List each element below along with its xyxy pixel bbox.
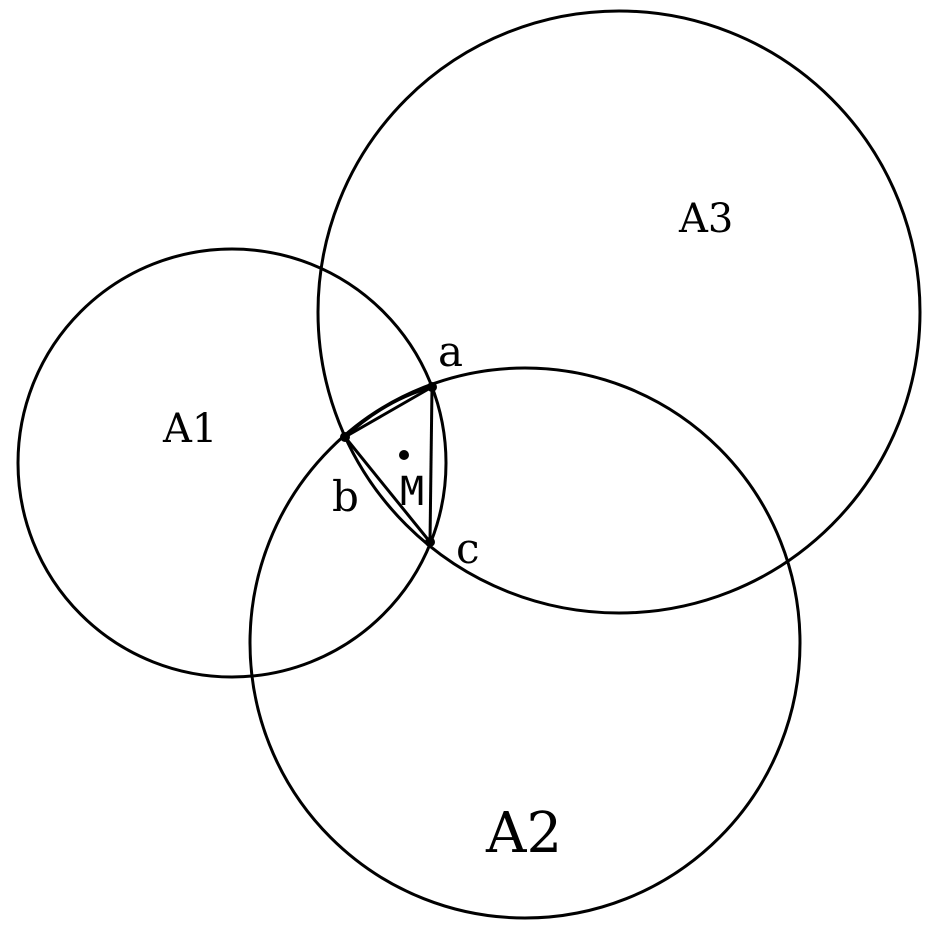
arc-a-b [343, 385, 433, 439]
label-a1: A1 [162, 406, 217, 452]
circle-a1 [16, 247, 448, 679]
label-point-c: c [456, 524, 480, 573]
edge-b-c [343, 436, 432, 543]
point-m [399, 450, 409, 460]
edge-a-c [428, 386, 434, 543]
label-point-a: a [438, 327, 463, 376]
circle-a3 [316, 9, 922, 615]
vertex-b [340, 432, 350, 442]
label-a3: A3 [678, 196, 733, 242]
edge-a-b [344, 385, 433, 439]
circle-a2 [248, 366, 802, 920]
vertex-c [425, 537, 435, 547]
label-a2: A2 [485, 801, 562, 866]
label-point-m: M [400, 469, 424, 515]
vertex-a [427, 382, 437, 392]
label-point-b: b [332, 472, 359, 521]
